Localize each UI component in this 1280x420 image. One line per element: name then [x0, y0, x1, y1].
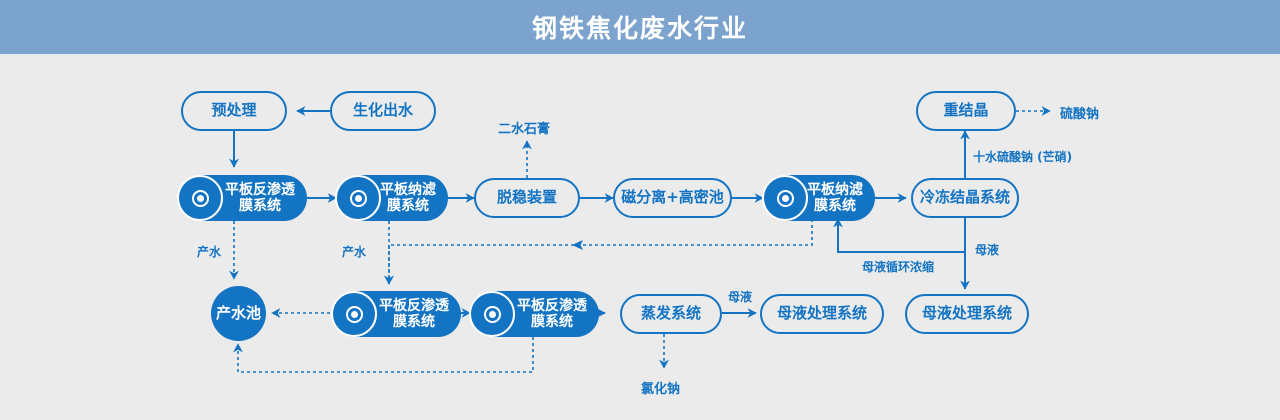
node-nf-membrane-1[interactable]: 平板纳滤 膜系统: [335, 175, 448, 221]
terminal-label-sodium-chloride: 氯化钠: [641, 382, 681, 397]
edge-label-product-water-b: 产水: [342, 245, 367, 259]
node-label: 脱稳装置: [496, 188, 557, 207]
page-header: 钢铁焦化废水行业: [0, 0, 1280, 54]
edge-ro3-to-pond: [233, 337, 534, 373]
node-label: 母液处理系统: [776, 304, 867, 323]
node-label: 蒸发系统: [640, 304, 701, 323]
edge-label-mirabilite: 十水硫酸钠 (芒硝): [973, 150, 1073, 164]
membrane-disc-icon: [335, 175, 381, 221]
node-label: 平板反渗透 膜系统: [379, 297, 449, 330]
edge-nf2-feedback: [384, 219, 813, 285]
membrane-disc-icon: [331, 291, 377, 337]
node-label: 平板纳滤 膜系统: [807, 181, 863, 214]
node-pretreatment[interactable]: 预处理: [181, 91, 287, 131]
node-recrystallization[interactable]: 重结晶: [916, 91, 1016, 131]
node-magnetic-separation[interactable]: 磁分离+高密池: [613, 178, 732, 218]
node-ro-membrane-2[interactable]: 平板反渗透 膜系统: [331, 291, 461, 337]
node-label: 磁分离+高密池: [621, 188, 724, 207]
membrane-disc-icon: [177, 175, 223, 221]
node-label: 重结晶: [943, 101, 989, 120]
node-label: 生化出水: [352, 101, 413, 120]
node-label: 平板反渗透 膜系统: [225, 181, 295, 214]
node-label: 平板反渗透 膜系统: [517, 297, 587, 330]
edge-recirculate-to-nf2: [833, 218, 965, 253]
node-ro-membrane-3[interactable]: 平板反渗透 膜系统: [469, 291, 599, 337]
node-label: 预处理: [211, 101, 257, 120]
node-bio-effluent[interactable]: 生化出水: [330, 91, 436, 131]
node-evaporation-system[interactable]: 蒸发系统: [620, 294, 722, 334]
terminal-label-sodium-sulfate: 硫酸钠: [1060, 107, 1100, 122]
node-freeze-crystallization[interactable]: 冷冻结晶系统: [911, 178, 1019, 218]
node-label: 冷冻结晶系统: [919, 188, 1010, 207]
node-product-water-pond[interactable]: 产水池: [211, 286, 266, 341]
page-title: 钢铁焦化废水行业: [531, 14, 748, 43]
node-ro-membrane-1[interactable]: 平板反渗透 膜系统: [177, 175, 307, 221]
node-label: 平板纳滤 膜系统: [380, 181, 436, 214]
edge-label-mother-liquor-a: 母液: [975, 243, 1000, 257]
node-mother-liquor-system-1[interactable]: 母液处理系统: [760, 294, 884, 334]
edge-label-recirculate: 母液循环浓缩: [862, 260, 935, 274]
node-nf-membrane-2[interactable]: 平板纳滤 膜系统: [762, 175, 875, 221]
edge-label-mother-liquor-b: 母液: [728, 290, 753, 304]
membrane-disc-icon: [762, 175, 808, 221]
node-mother-liquor-system-2[interactable]: 母液处理系统: [905, 294, 1029, 334]
terminal-label-gypsum: 二水石膏: [498, 122, 551, 137]
node-destabilizer[interactable]: 脱稳装置: [474, 178, 580, 218]
membrane-disc-icon: [469, 291, 515, 337]
node-label: 母液处理系统: [921, 304, 1012, 323]
edge-label-product-water-a: 产水: [197, 245, 222, 259]
node-label: 产水池: [215, 303, 261, 322]
feedback-arrowhead: [572, 240, 583, 250]
